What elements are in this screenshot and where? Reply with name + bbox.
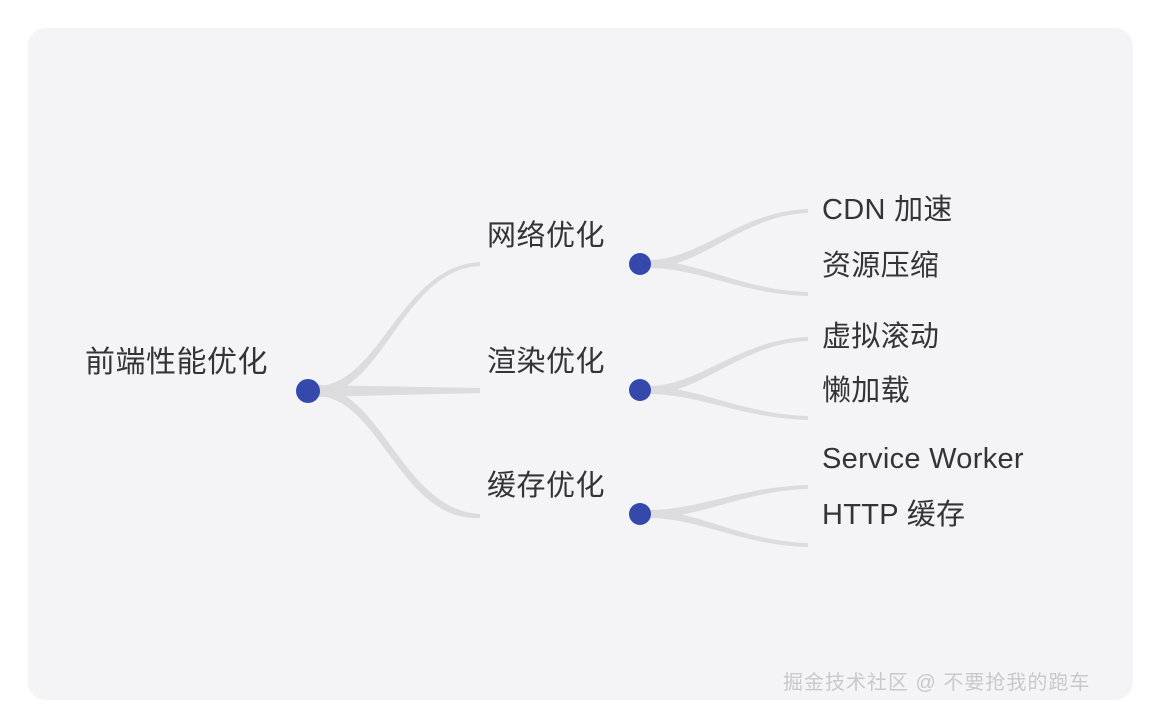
edge-root-to-branch-2 [316, 385, 480, 397]
node-label-leaf-service-worker[interactable]: Service Worker [822, 443, 1024, 475]
node-label-leaf-lazy-loading[interactable]: 懒加载 [822, 375, 910, 407]
node-label-root[interactable]: 前端性能优化 [85, 346, 268, 379]
edge-branch-2-to-leaf-1 [648, 337, 808, 394]
edge-branch-1-to-leaf-1 [648, 209, 808, 268]
watermark-text: 掘金技术社区 @ 不要抢我的跑车 [783, 672, 1091, 694]
node-label-branch-1[interactable]: 网络优化 [487, 220, 606, 252]
mindmap-card-surface [28, 28, 1133, 700]
node-label-leaf-resource-compression[interactable]: 资源压缩 [822, 250, 940, 282]
edge-branch-1-to-leaf-2 [648, 260, 808, 296]
node-dot-branch-3[interactable] [629, 503, 651, 525]
node-label-branch-2[interactable]: 渲染优化 [487, 346, 606, 378]
node-label-leaf-cdn-acceleration[interactable]: CDN 加速 [822, 194, 953, 226]
node-dot-branch-1[interactable] [629, 253, 651, 275]
node-dot-branch-2[interactable] [629, 379, 651, 401]
edge-branch-3-to-leaf-1 [648, 485, 808, 518]
edge-root-to-branch-3 [316, 386, 480, 519]
node-dot-root[interactable] [296, 379, 320, 403]
edge-branch-3-to-leaf-2 [648, 510, 808, 547]
node-label-leaf-virtual-scrolling[interactable]: 虚拟滚动 [822, 321, 940, 353]
node-label-branch-3[interactable]: 缓存优化 [487, 470, 606, 502]
edge-branch-2-to-leaf-2 [648, 386, 808, 420]
node-label-leaf-http-cache[interactable]: HTTP 缓存 [822, 499, 966, 531]
edge-root-to-branch-1 [316, 262, 480, 396]
